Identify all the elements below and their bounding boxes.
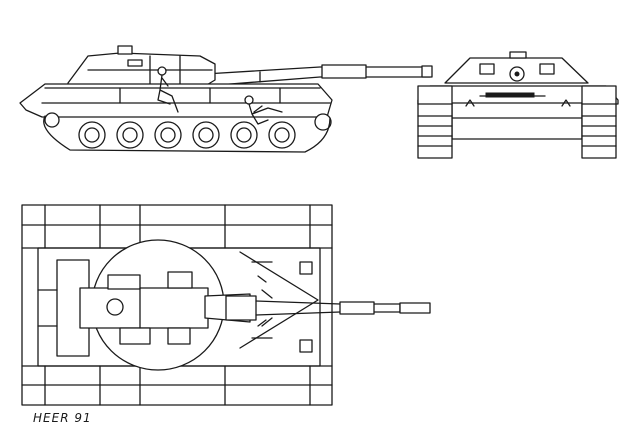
top-view-gun-barrel bbox=[205, 290, 430, 326]
front-view bbox=[418, 52, 618, 158]
front-view-right-track bbox=[582, 86, 616, 158]
top-view-engine-deck bbox=[240, 252, 318, 352]
front-view-left-track bbox=[418, 86, 452, 158]
side-view-road-wheels bbox=[45, 113, 331, 148]
front-view-hull bbox=[418, 86, 618, 139]
side-view-hull bbox=[20, 84, 332, 117]
top-view bbox=[22, 205, 430, 405]
side-view-driver-figure bbox=[245, 96, 282, 124]
artist-signature: HEER 91 bbox=[33, 411, 92, 425]
side-view bbox=[20, 46, 432, 152]
top-view-right-fender bbox=[22, 366, 332, 405]
side-view-turret bbox=[68, 46, 215, 86]
side-view-track bbox=[44, 116, 330, 152]
side-view-commander-figure bbox=[158, 67, 178, 112]
top-view-turret bbox=[80, 272, 208, 344]
front-view-turret bbox=[445, 52, 588, 83]
top-view-left-fender bbox=[22, 205, 332, 248]
side-view-gun-barrel bbox=[205, 65, 432, 86]
